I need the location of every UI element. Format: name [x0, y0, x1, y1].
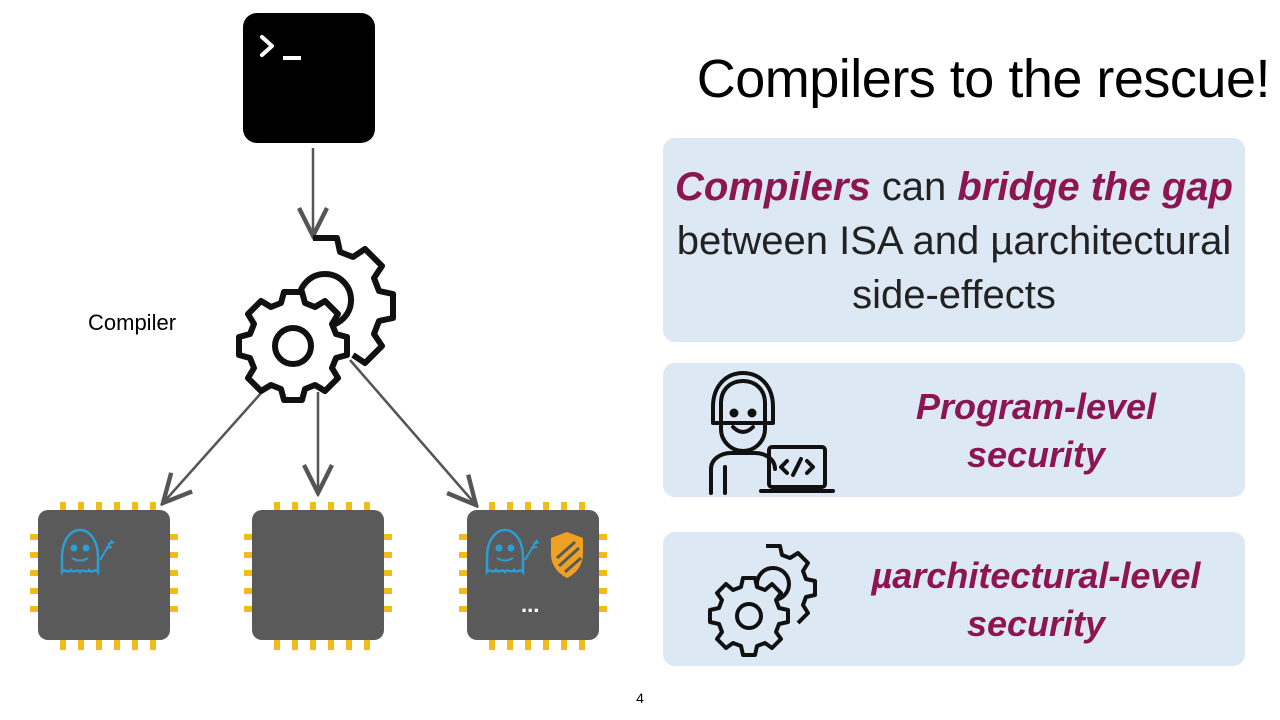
card-bridge-the-gap: Compilers can bridge the gap between ISA…: [663, 138, 1245, 342]
chip-2: [244, 502, 392, 650]
terminal-icon: [243, 13, 375, 143]
gears-icon: [236, 235, 396, 403]
page-number: 4: [636, 690, 644, 706]
chip-1: [30, 502, 178, 650]
meltdown-shield-icon: [551, 532, 583, 578]
card3-label: µarchitectural-level security: [871, 555, 1201, 644]
card1-text: Compilers can bridge the gap between ISA…: [663, 160, 1245, 322]
card1-highlight-compilers: Compilers: [675, 165, 871, 209]
card2-label: Program-level security: [915, 386, 1157, 475]
programmer-icon: [709, 371, 835, 495]
card1-text-can: can: [870, 165, 958, 209]
diagram-arrows: [163, 148, 476, 505]
compiler-label: Compiler: [88, 310, 177, 335]
card1-highlight-bridge: bridge the gap: [957, 165, 1233, 209]
chip-3: [459, 502, 607, 650]
chip-ellipsis: ...: [521, 592, 540, 617]
card-program-level: Program-level security: [663, 363, 1245, 497]
slide-title: Compilers to the rescue!: [696, 49, 1271, 109]
card-uarch-level: µarchitectural-level security: [663, 532, 1245, 666]
gears-icon-small: [708, 544, 817, 657]
card1-text-rest: between ISA and µarchitectural side-effe…: [676, 219, 1232, 317]
compiler-diagram: [30, 13, 607, 650]
